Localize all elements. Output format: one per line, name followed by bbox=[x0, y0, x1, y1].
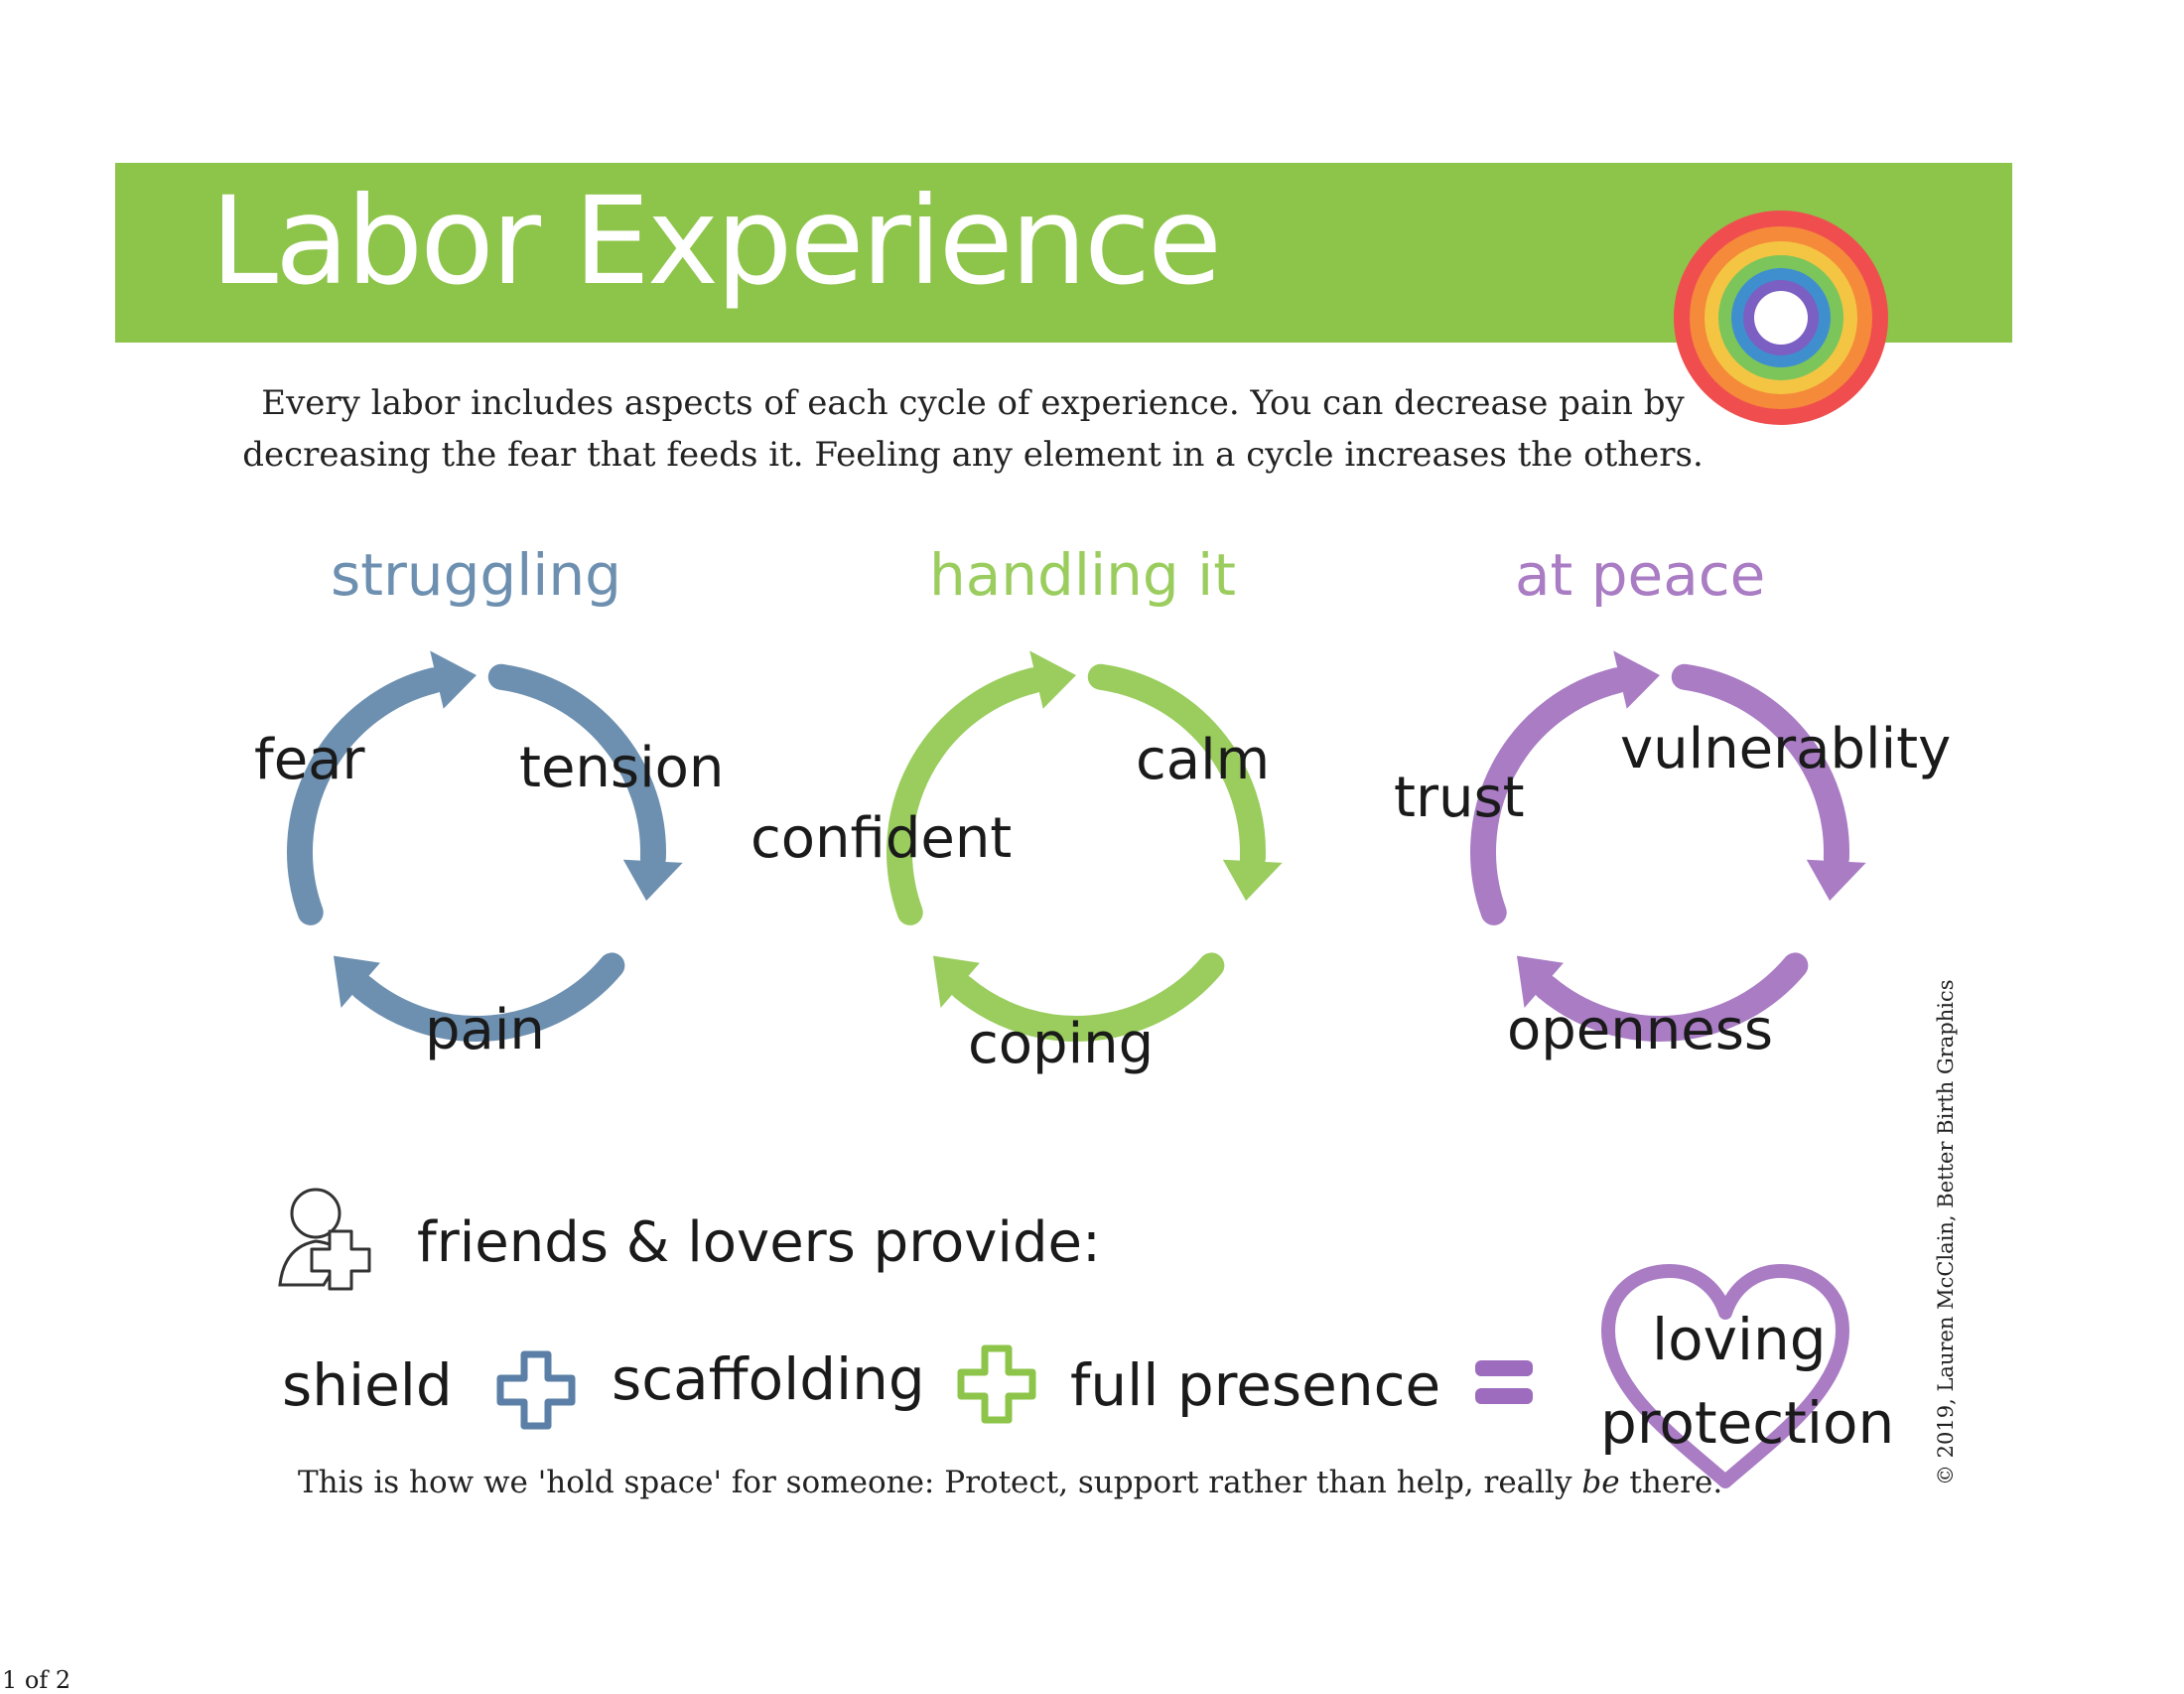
cycle-title-handling-it: handling it bbox=[929, 541, 1236, 609]
cycle-arrows-0 bbox=[287, 650, 683, 1042]
plus-icon bbox=[957, 1344, 1036, 1424]
equals-icon bbox=[1475, 1360, 1533, 1404]
cycle-arc bbox=[887, 667, 1046, 925]
cycle-arrowhead bbox=[430, 650, 477, 709]
cycle-word-fear: fear bbox=[254, 728, 365, 792]
cycle-arrowhead bbox=[622, 859, 683, 902]
cycle-word-calm: calm bbox=[1136, 728, 1271, 792]
support-term-full-presence: full presence bbox=[1070, 1351, 1441, 1419]
intro-line-2: decreasing the fear that feeds it. Feeli… bbox=[242, 435, 1704, 475]
cycle-word-pain: pain bbox=[425, 998, 545, 1062]
rainbow-rings-logo bbox=[1674, 211, 1888, 425]
cycle-word-trust: trust bbox=[1394, 766, 1525, 830]
cycle-title-at-peace: at peace bbox=[1515, 541, 1766, 609]
cycle-arc bbox=[349, 952, 625, 1042]
cycle-arc bbox=[1533, 952, 1809, 1042]
footnote-text: This is how we 'hold space' for someone:… bbox=[298, 1465, 1582, 1500]
cycle-arrows-2 bbox=[1470, 650, 1866, 1042]
cycle-word-confident: confident bbox=[751, 806, 1013, 871]
footnote-end: there. bbox=[1619, 1465, 1723, 1500]
cycle-arrowhead bbox=[333, 955, 380, 1008]
page-title: Labor Experience bbox=[210, 171, 1222, 312]
cycle-title-struggling: struggling bbox=[331, 541, 622, 609]
support-term-scaffolding: scaffolding bbox=[612, 1345, 925, 1413]
cycle-arrows-1 bbox=[887, 650, 1283, 1042]
cycle-arc bbox=[287, 667, 447, 925]
intro-text: Every labor includes aspects of each cyc… bbox=[189, 377, 1757, 481]
support-heading: friends & lovers provide: bbox=[417, 1210, 1101, 1275]
cycle-arrowhead bbox=[932, 955, 980, 1008]
cycle-arc bbox=[1087, 663, 1266, 872]
cycle-arc bbox=[949, 952, 1225, 1042]
person-plus-icon bbox=[278, 1188, 371, 1291]
cycle-arrowhead bbox=[1806, 859, 1866, 902]
footnote: This is how we 'hold space' for someone:… bbox=[298, 1468, 1722, 1498]
cycle-arc bbox=[1470, 667, 1630, 925]
cycle-word-vulnerablity: vulnerablity bbox=[1620, 717, 1952, 781]
intro-line-1: Every labor includes aspects of each cyc… bbox=[261, 383, 1685, 423]
cycle-arrowhead bbox=[1516, 955, 1564, 1008]
cycle-arrowhead bbox=[1029, 650, 1076, 709]
page-counter: 1 of 2 bbox=[2, 1666, 71, 1694]
plus-icon bbox=[496, 1350, 576, 1430]
support-term-shield: shield bbox=[282, 1351, 453, 1419]
footnote-emphasis: be bbox=[1581, 1465, 1620, 1500]
result-loving: loving bbox=[1652, 1306, 1827, 1373]
heart-icon bbox=[1601, 1264, 1849, 1488]
cycle-word-tension: tension bbox=[519, 736, 725, 800]
cycle-word-coping: coping bbox=[968, 1012, 1155, 1076]
cycle-arc bbox=[1671, 663, 1849, 872]
cycle-arrowhead bbox=[1613, 650, 1660, 709]
copyright-credit: © 2019, Lauren McClain, Better Birth Gra… bbox=[1934, 979, 1958, 1485]
cycle-arrowhead bbox=[1222, 859, 1283, 902]
cycle-arc bbox=[487, 663, 666, 872]
result-protection: protection bbox=[1600, 1389, 1895, 1457]
cycle-word-openness: openness bbox=[1507, 998, 1774, 1062]
